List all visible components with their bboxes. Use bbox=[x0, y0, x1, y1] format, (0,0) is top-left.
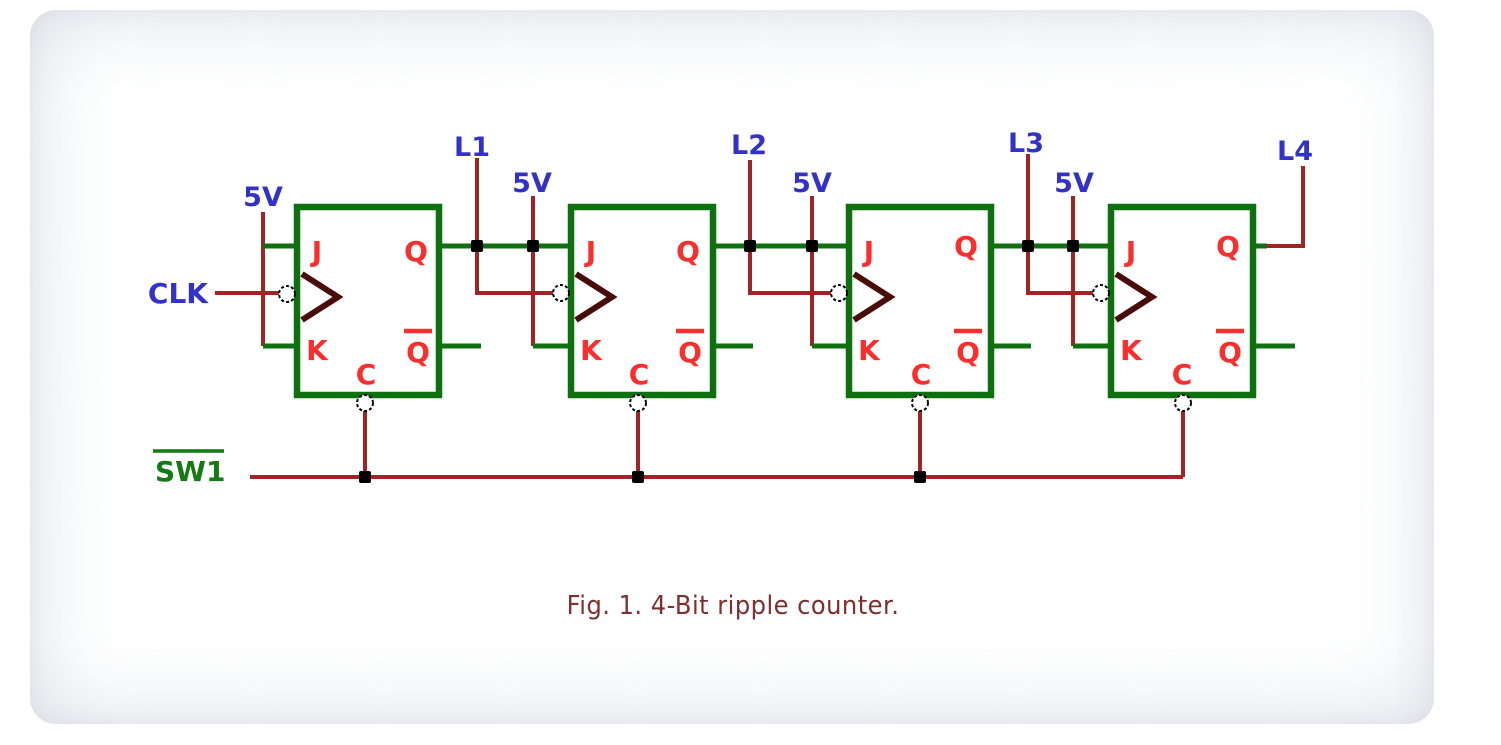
junction-dot bbox=[1022, 240, 1034, 252]
port-label-qbar: Q bbox=[406, 336, 430, 369]
green-wires bbox=[263, 243, 1295, 349]
junction-dot bbox=[806, 240, 818, 252]
junction-dot bbox=[1067, 240, 1079, 252]
junction-dot bbox=[527, 240, 539, 252]
junction-dot bbox=[744, 240, 756, 252]
port-label-k: K bbox=[580, 334, 603, 367]
flipflop-2: J Q K Q C bbox=[552, 203, 717, 412]
port-label-qbar: Q bbox=[678, 336, 702, 369]
supply-label-2: 5V bbox=[512, 168, 552, 199]
clock-bubble-icon bbox=[278, 285, 296, 303]
switch-input-label: SW1 bbox=[155, 455, 226, 488]
clear-bubble-icon bbox=[911, 394, 929, 412]
junction-dot bbox=[914, 471, 926, 483]
figure-caption: Fig. 1. 4-Bit ripple counter. bbox=[566, 591, 900, 621]
port-label-c: C bbox=[629, 358, 650, 391]
clock-bubble-icon bbox=[1092, 284, 1110, 302]
port-label-j: J bbox=[1124, 235, 1136, 268]
port-label-c: C bbox=[1172, 358, 1193, 391]
clear-bubble-icon bbox=[356, 394, 374, 412]
lamp-label-1: L1 bbox=[454, 132, 490, 163]
flipflop-4: J Q K Q C bbox=[1092, 203, 1257, 412]
clock-bubble-icon bbox=[552, 284, 570, 302]
port-label-q: Q bbox=[954, 230, 978, 263]
port-label-j: J bbox=[310, 235, 322, 268]
port-label-k: K bbox=[306, 334, 329, 367]
lamp-label-3: L3 bbox=[1008, 128, 1044, 159]
flipflop-body bbox=[845, 203, 995, 399]
clock-edge-icon bbox=[574, 271, 618, 323]
junction-dot bbox=[471, 240, 483, 252]
clock-edge-icon bbox=[1114, 271, 1158, 323]
clock-input-label: CLK bbox=[148, 277, 209, 310]
clear-bubble-icon bbox=[1174, 394, 1192, 412]
flipflop-1: J Q K Q C bbox=[278, 203, 443, 412]
supply-label-4: 5V bbox=[1054, 168, 1094, 199]
supply-label-1: 5V bbox=[243, 182, 283, 213]
junction-dot bbox=[632, 471, 644, 483]
port-label-c: C bbox=[911, 358, 932, 391]
port-label-q: Q bbox=[1216, 230, 1240, 263]
q4-lamp4-wire bbox=[1266, 166, 1305, 248]
lamp1-clock2-wire bbox=[475, 158, 553, 295]
clear-bubble-icon bbox=[629, 394, 647, 412]
port-label-c: C bbox=[356, 358, 377, 391]
labels: CLK SW1 5V 5V 5V 5V L1 L2 L3 L4 bbox=[148, 128, 1313, 488]
lamp2-clock3-wire bbox=[748, 160, 831, 295]
lamp-label-4: L4 bbox=[1277, 136, 1313, 167]
port-label-k: K bbox=[858, 334, 881, 367]
port-label-j: J bbox=[862, 235, 874, 268]
red-wires bbox=[215, 154, 1305, 479]
flipflop-3: J Q K Q C bbox=[830, 203, 995, 412]
supply-label-3: 5V bbox=[792, 168, 832, 199]
junction-dot bbox=[359, 471, 371, 483]
clock-bubble-icon bbox=[830, 284, 848, 302]
port-label-q: Q bbox=[404, 235, 428, 268]
port-label-k: K bbox=[1120, 334, 1143, 367]
clock-edge-icon bbox=[852, 271, 896, 323]
flipflop-body bbox=[293, 203, 443, 399]
junction-dots bbox=[359, 240, 1079, 483]
clock-edge-icon bbox=[300, 271, 344, 323]
lamp-label-2: L2 bbox=[731, 130, 767, 161]
port-label-qbar: Q bbox=[1218, 336, 1242, 369]
port-label-q: Q bbox=[676, 235, 700, 268]
lamp3-clock4-wire bbox=[1026, 154, 1093, 295]
port-label-qbar: Q bbox=[956, 336, 980, 369]
flipflop-body bbox=[567, 203, 717, 399]
port-label-j: J bbox=[584, 235, 596, 268]
